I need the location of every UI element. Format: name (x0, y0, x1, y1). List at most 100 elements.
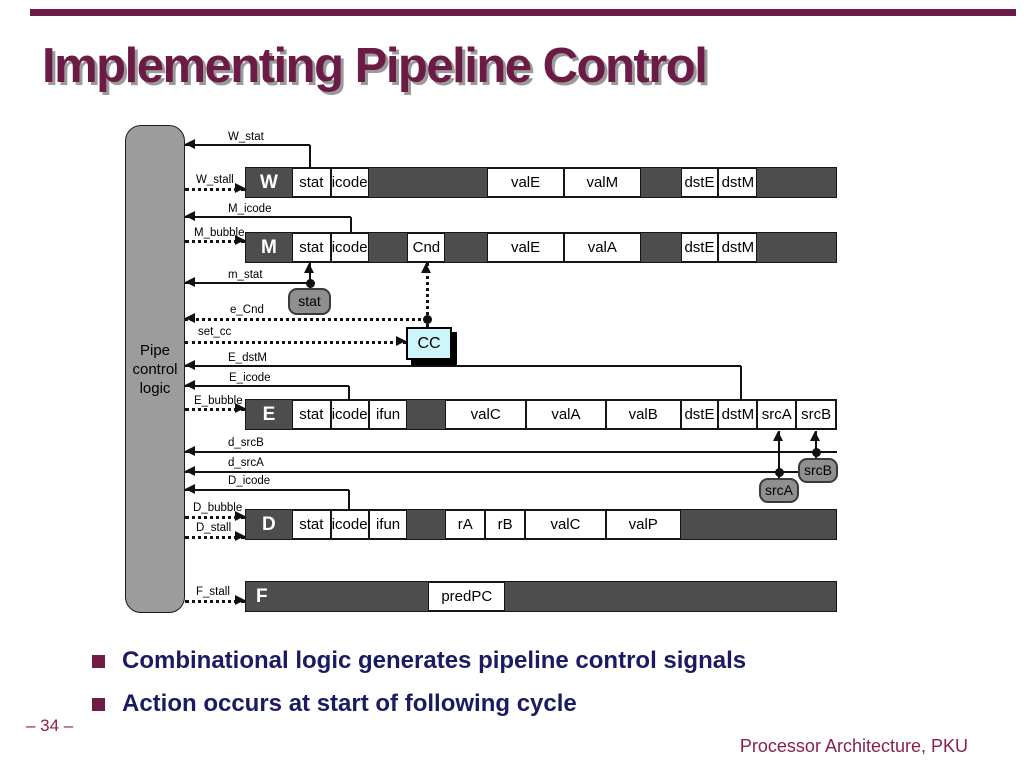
signal-label-M_bubble: M_bubble (194, 227, 245, 239)
junction-dot-1 (423, 315, 432, 324)
arrowhead-D_bubble (235, 511, 245, 521)
cell-W-gap (368, 168, 488, 197)
signal-label-D_icode: D_icode (228, 475, 271, 487)
cell-M-M: M (246, 233, 292, 262)
cell-E-E: E (246, 400, 292, 429)
cell-D-stat: stat (291, 510, 331, 539)
arrowhead-m_stat (185, 277, 195, 287)
connector-cnd-to-cc (426, 263, 429, 327)
signal-label-set_cc: set_cc (198, 326, 232, 338)
cell-E-srcA: srcA (757, 400, 797, 429)
signal-line-d_srcA (185, 471, 798, 473)
connector-srcA-conn (778, 431, 780, 478)
bullet-item-2: Action occurs at start of following cycl… (92, 690, 577, 718)
cell-M-gap (368, 233, 408, 262)
signal-label-W_stall: W_stall (196, 174, 234, 186)
signal-line-W_stat (185, 144, 310, 146)
junction-dot-3 (775, 468, 784, 477)
top-accent-bar (30, 9, 1016, 16)
signal-label-M_icode: M_icode (228, 203, 272, 215)
arrowhead-srcA-conn (773, 431, 783, 441)
signal-label-W_stat: W_stat (228, 131, 264, 143)
signal-label-F_stall: F_stall (196, 586, 230, 598)
signal-label-D_stall: D_stall (196, 522, 232, 534)
cell-D-rA: rA (445, 510, 486, 539)
signal-label-e_Cnd: e_Cnd (230, 304, 264, 316)
cell-D-icode: icode (330, 510, 369, 539)
junction-dot-2 (812, 448, 821, 457)
cell-W-gap (640, 168, 681, 197)
arrowhead-set_cc (396, 336, 406, 346)
signal-line-M_icode-v (350, 217, 352, 232)
arrowhead-W_stat (185, 139, 195, 149)
cell-D-ifun: ifun (368, 510, 408, 539)
cell-D-gap (407, 510, 446, 539)
cell-F-F: F (246, 582, 429, 611)
signal-line-W_stat-v (309, 145, 311, 167)
cell-M-icode: icode (330, 233, 369, 262)
cell-D-D: D (246, 510, 292, 539)
signal-label-d_srcB: d_srcB (228, 437, 264, 449)
signal-line-E_bubble (185, 408, 245, 411)
cell-D-valC: valC (525, 510, 606, 539)
signal-line-d_srcB (185, 451, 837, 453)
cell-D-rB: rB (485, 510, 526, 539)
cell-E-valB: valB (605, 400, 681, 429)
srcB-box: srcB (798, 458, 838, 483)
cell-M-gap (445, 233, 488, 262)
bullet-text-2: Action occurs at start of following cycl… (122, 690, 577, 717)
signal-line-W_stall (185, 188, 245, 191)
signal-line-D_bubble (185, 516, 245, 519)
arrowhead-D_stall (235, 531, 245, 541)
arrowhead-M_icode (185, 211, 195, 221)
signal-label-E_dstM: E_dstM (228, 352, 267, 364)
bullet-text-1: Combinational logic generates pipeline c… (122, 647, 747, 674)
cell-D-valP: valP (605, 510, 681, 539)
course-name: Processor Architecture, PKU (739, 736, 968, 756)
cell-W-dstE: dstE (680, 168, 719, 197)
signal-label-E_bubble: E_bubble (194, 395, 243, 407)
cell-E-ifun: ifun (368, 400, 408, 429)
cell-F-predPC: predPC (428, 582, 506, 611)
cell-M-gap (757, 233, 836, 262)
cell-W-icode: icode (330, 168, 369, 197)
cell-E-gap (407, 400, 446, 429)
connector-srcB-conn (815, 431, 817, 458)
cell-M-gap (640, 233, 681, 262)
cc-box: CC (406, 327, 452, 360)
cell-M-stat: stat (291, 233, 331, 262)
signal-line-e_Cnd (185, 318, 427, 321)
signal-label-D_bubble: D_bubble (193, 502, 243, 514)
cell-E-valC: valC (445, 400, 527, 429)
srcA-box: srcA (759, 478, 799, 503)
pipe-control-logic-box: Pipe control logic (125, 125, 185, 613)
signal-label-E_icode: E_icode (229, 372, 271, 384)
bullet-square-icon (92, 655, 105, 668)
arrowhead-m-stat-to-box (304, 263, 314, 273)
signal-label-m_stat: m_stat (228, 269, 263, 281)
bullet-item-1: Combinational logic generates pipeline c… (92, 647, 746, 675)
cell-W-gap (757, 168, 836, 197)
cell-D-gap (680, 510, 837, 539)
arrowhead-d_srcB (185, 446, 195, 456)
cell-E-stat: stat (291, 400, 331, 429)
page-number: – 34 – (26, 716, 74, 735)
arrowhead-e_Cnd (185, 313, 195, 323)
arrowhead-E_dstM (185, 360, 195, 370)
cell-E-valA: valA (526, 400, 606, 429)
signal-line-E_icode (185, 385, 349, 387)
cell-E-icode: icode (330, 400, 369, 429)
connector-m-stat-to-box (309, 263, 311, 288)
cell-M-Cnd: Cnd (407, 233, 446, 262)
signal-line-F_stall (185, 600, 245, 603)
cell-M-dstM: dstM (718, 233, 758, 262)
signal-line-D_icode (185, 489, 349, 491)
arrowhead-d_srcA (185, 466, 195, 476)
arrowhead-E_bubble (235, 403, 245, 413)
cell-W-stat: stat (291, 168, 331, 197)
